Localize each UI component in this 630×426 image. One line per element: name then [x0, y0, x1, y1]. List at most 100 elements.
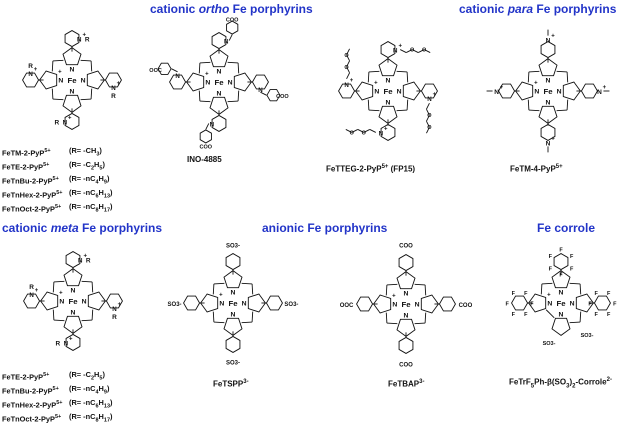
bond — [396, 70, 408, 73]
bond — [251, 311, 254, 323]
heading-cationic-para: cationic para Fe porphyrins — [459, 2, 617, 16]
charge-plus: + — [392, 293, 396, 299]
r-group: R — [85, 37, 90, 44]
nitrogen-atom: N — [70, 89, 75, 96]
nitrogen-atom: N — [71, 310, 76, 317]
bond — [213, 321, 225, 324]
oxygen-atom: O — [344, 65, 349, 71]
r-group: R — [54, 119, 59, 126]
bond — [528, 70, 540, 73]
oxygen-atom: O — [427, 113, 432, 119]
compound-name: FeTM-2-PyP5+ — [2, 148, 51, 158]
bond — [556, 70, 568, 73]
iron-atom: Fe — [68, 297, 78, 306]
bond — [228, 34, 233, 41]
ortho-series-row: FeTE-2-PyP5+(R= -C2H5) — [2, 160, 112, 174]
corrole-label: FeTrF5Ph-β(SO3)2-Corrole2- — [509, 377, 612, 390]
sulfonate: SO3- — [168, 302, 182, 308]
fluorine-atom: F — [512, 312, 516, 318]
bond — [369, 129, 377, 133]
ring — [562, 81, 581, 101]
pyridinium-n: N — [63, 119, 68, 126]
ring — [62, 47, 82, 66]
bond — [241, 282, 253, 285]
ring — [226, 20, 239, 35]
ring — [63, 268, 83, 287]
nitrogen-atom: N — [59, 299, 64, 306]
heading-cationic-meta: cationic meta Fe porphyrins — [2, 221, 163, 235]
ring — [65, 333, 81, 351]
ring — [104, 72, 122, 88]
bond — [346, 48, 350, 56]
nitrogen-atom: N — [547, 301, 552, 308]
bond — [51, 60, 54, 72]
carboxylate: COO — [459, 303, 473, 309]
fluorine-atom: F — [570, 254, 574, 260]
nitrogen-atom: N — [231, 312, 236, 319]
carboxylate: OOC — [340, 303, 354, 309]
ring — [199, 129, 212, 144]
fluorine-atom: F — [549, 254, 553, 260]
nitrogen-atom: N — [82, 299, 87, 306]
ring — [186, 72, 205, 92]
ring — [540, 41, 556, 59]
substituent-r: (R= -CH3) — [69, 146, 102, 158]
ring — [40, 291, 59, 311]
fluorine-atom: F — [607, 291, 611, 297]
ring — [211, 32, 227, 50]
pyridinium-n: N — [78, 258, 83, 265]
carboxylate: COO — [276, 94, 289, 100]
iron-atom: Fe — [383, 87, 393, 96]
fluorine-atom: F — [595, 312, 599, 318]
substituent-r: (R= -C2H5) — [69, 370, 105, 382]
nitrogen-atom: N — [386, 77, 391, 84]
pyridinium-n: N — [111, 85, 116, 92]
ring — [157, 62, 172, 75]
bond — [386, 322, 398, 325]
ring — [498, 83, 516, 99]
nitrogen-atom: N — [397, 89, 402, 96]
ring — [593, 295, 611, 311]
ring — [538, 58, 558, 77]
fluorine-atom: F — [524, 312, 528, 318]
r-group: R — [112, 314, 117, 321]
ortho-series-row: FeTM-2-PyP5+ (R= -CH3) — [2, 146, 112, 160]
bond — [52, 59, 64, 62]
ring — [86, 70, 105, 90]
ring — [378, 58, 398, 77]
fluorine-atom: F — [613, 302, 617, 308]
bond — [237, 62, 240, 74]
bond — [406, 71, 409, 83]
bond — [405, 49, 413, 53]
iron-atom: Fe — [228, 299, 238, 308]
carboxylate: COO — [200, 144, 213, 150]
nitrogen-atom: N — [71, 287, 76, 294]
sulfonate: SO3- — [226, 244, 240, 250]
substituent-r: (R= -nC4H9) — [69, 383, 110, 396]
ring — [420, 294, 439, 314]
bond — [351, 129, 359, 133]
fluorine-atom: F — [595, 291, 599, 297]
oxygen-atom: O — [362, 130, 367, 136]
fluorine-atom: F — [559, 272, 563, 278]
oxygen-atom: O — [427, 125, 432, 131]
bond — [414, 322, 426, 325]
bond — [80, 98, 92, 101]
ring — [251, 74, 269, 90]
pyridinium-n: N — [29, 292, 34, 299]
bond — [90, 60, 93, 72]
bond — [81, 280, 93, 283]
bond — [396, 109, 408, 112]
fp15-label: FeTTEG-2-PyP5+ (FP15) — [326, 164, 416, 174]
charge-plus: + — [500, 85, 504, 91]
nitrogen-atom: N — [81, 78, 86, 85]
ring — [338, 83, 356, 99]
ring — [553, 253, 569, 271]
iron-atom: Fe — [214, 78, 224, 87]
ring — [223, 270, 243, 289]
ring — [183, 295, 201, 311]
charge-plus: + — [350, 78, 354, 84]
bond — [556, 109, 568, 112]
ring — [223, 317, 243, 336]
